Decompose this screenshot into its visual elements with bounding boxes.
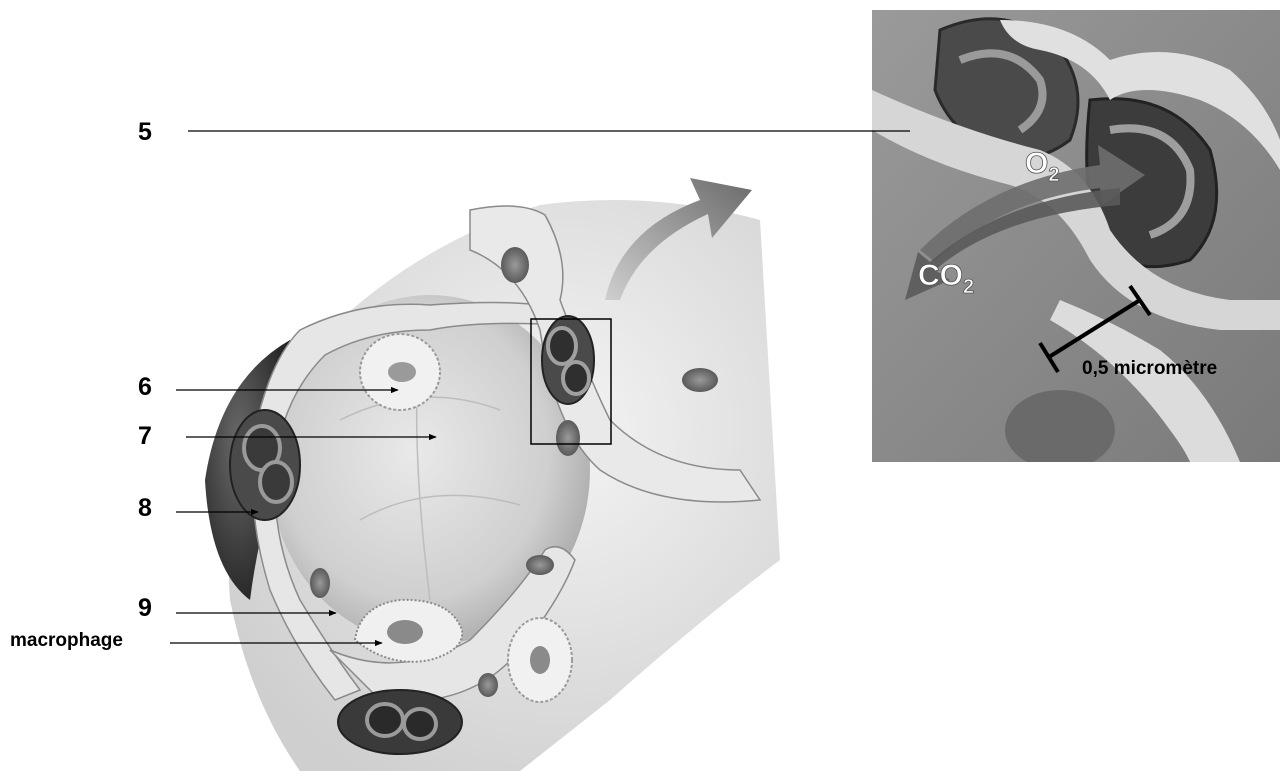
- main-illustration: [205, 178, 780, 771]
- cell-nucleus: [478, 673, 498, 697]
- pneumocyte-nucleus: [388, 362, 416, 382]
- cell-nucleus: [501, 247, 529, 283]
- co2-label: CO: [918, 259, 963, 292]
- macrophage-nucleus: [387, 620, 423, 644]
- label-5: 5: [138, 118, 152, 147]
- red-blood-cell: [548, 328, 576, 364]
- red-blood-cell: [260, 462, 292, 502]
- label-6: 6: [138, 373, 152, 402]
- label-9: 9: [138, 594, 152, 623]
- co2-subscript: 2: [963, 276, 974, 298]
- inset-panel: [872, 10, 1280, 470]
- cell-nucleus: [526, 555, 554, 575]
- cell-nucleus: [682, 368, 718, 392]
- inset-nucleus: [1005, 390, 1115, 470]
- alveolar-cell-nucleus: [530, 646, 550, 674]
- label-8: 8: [138, 494, 152, 523]
- o2-label: O: [1025, 147, 1048, 180]
- red-blood-cell: [367, 704, 403, 736]
- endothelial-nucleus: [556, 420, 580, 456]
- scale-label: 0,5 micromètre: [1082, 358, 1217, 379]
- cell-nucleus: [310, 568, 330, 598]
- red-blood-cell: [563, 362, 589, 394]
- red-blood-cell: [404, 709, 436, 739]
- label-7: 7: [138, 422, 152, 451]
- label-macrophage: macrophage: [10, 630, 123, 652]
- o2-subscript: 2: [1048, 164, 1059, 186]
